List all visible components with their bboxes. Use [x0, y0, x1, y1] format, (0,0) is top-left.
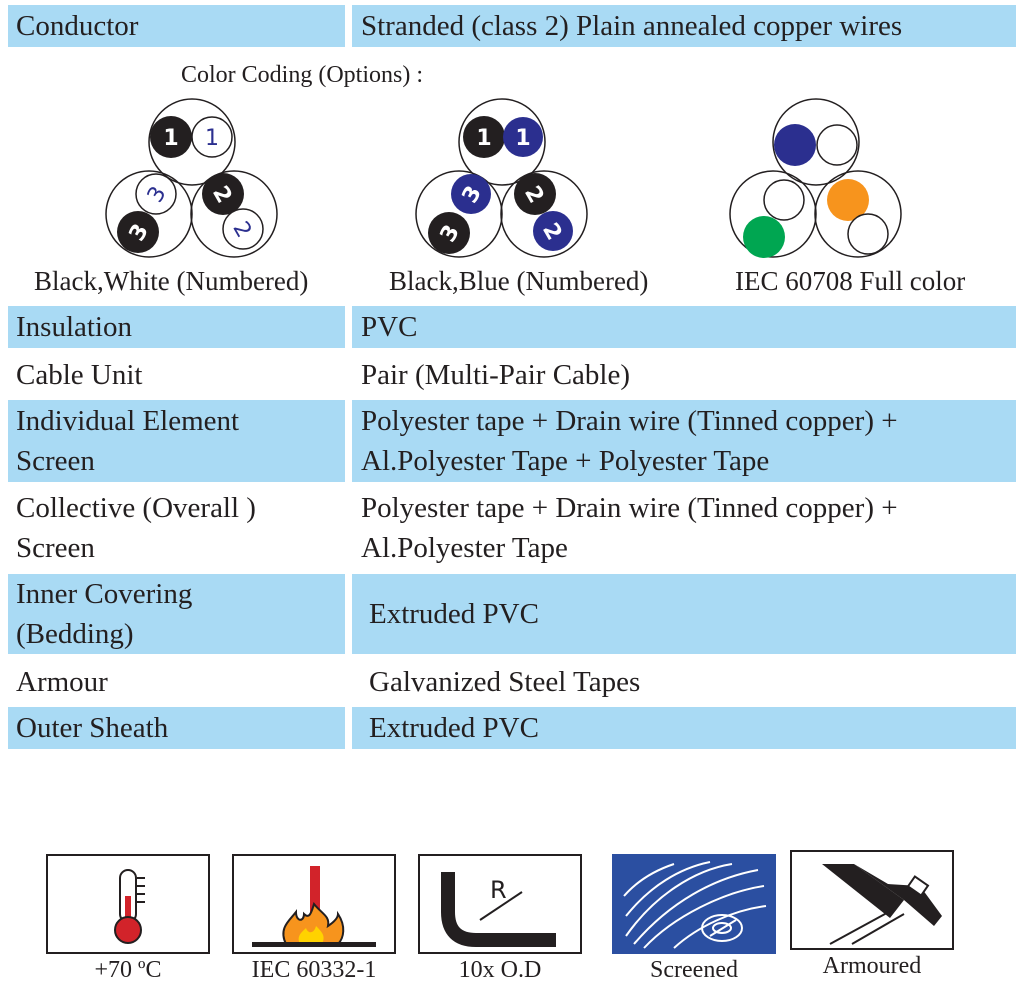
core-blue — [774, 124, 816, 166]
thermometer-icon — [114, 869, 145, 944]
outer-sheath-value: Extruded PVC — [352, 707, 1016, 749]
core-blue-3 — [451, 174, 491, 214]
color-coding-diagram-black-white: 1 1 2 2 3 3 — [105, 98, 278, 258]
value-line: Polyester tape + Drain wire (Tinned copp… — [361, 405, 898, 437]
collective-screen-label: Collective (Overall ) Screen — [8, 487, 345, 569]
caption-black-blue: Black,Blue (Numbered) — [389, 266, 649, 296]
core-black-2 — [514, 173, 556, 215]
row-cable-unit: Cable Unit Pair (Multi-Pair Cable) — [0, 354, 1024, 396]
flame-caption: IEC 60332-1 — [251, 957, 377, 983]
bend-radius-icon-box: R — [418, 854, 582, 954]
core-orange — [827, 179, 869, 221]
core-white — [847, 213, 889, 255]
core-white-3 — [135, 173, 177, 215]
color-coding-diagram-black-blue: 1 1 2 2 3 3 — [415, 98, 588, 258]
thermometer-icon-box — [46, 854, 210, 954]
conductor-label: Conductor — [8, 5, 345, 47]
core-blue-1 — [503, 117, 543, 157]
row-individual-screen: Individual Element Screen Polyester tape… — [0, 400, 1024, 482]
flame-icon-box — [232, 854, 396, 954]
row-armour: Armour Galvanized Steel Tapes — [0, 661, 1024, 703]
cable-unit-value: Pair (Multi-Pair Cable) — [361, 359, 631, 391]
screened-caption: Screened — [650, 957, 738, 983]
label-line: Individual Element — [16, 405, 240, 437]
collective-screen-value: Polyester tape + Drain wire (Tinned copp… — [352, 487, 1016, 569]
armour-label: Armour — [16, 666, 108, 698]
bend-radius-icon: R — [441, 872, 556, 947]
row-collective-screen: Collective (Overall ) Screen Polyester t… — [0, 487, 1024, 569]
cable-unit-label: Cable Unit — [16, 359, 143, 391]
label-line: Collective (Overall ) — [16, 492, 256, 524]
bend-radius-letter: R — [490, 876, 507, 904]
flame-icon — [252, 866, 376, 947]
core-number: 1 — [205, 126, 219, 151]
value-line: Polyester tape + Drain wire (Tinned copp… — [361, 492, 898, 524]
insulation-value: PVC — [352, 306, 1016, 348]
core-black-3 — [428, 212, 470, 254]
armoured-icon — [822, 864, 942, 945]
core-blue-2 — [533, 211, 573, 251]
core-white — [816, 124, 858, 166]
label-line: Inner Covering — [16, 578, 193, 610]
label-line: Screen — [16, 532, 95, 564]
core-number: 1 — [476, 126, 491, 151]
core-green — [743, 216, 785, 258]
caption-iec-full-color: IEC 60708 Full color — [735, 266, 966, 296]
core-black-2 — [202, 173, 244, 215]
core-black-1 — [150, 116, 192, 158]
individual-screen-value: Polyester tape + Drain wire (Tinned copp… — [352, 400, 1016, 482]
color-coding-title: Color Coding (Options) : — [181, 62, 424, 88]
armoured-icon-box — [790, 850, 954, 950]
core-black-3 — [117, 211, 159, 253]
row-outer-sheath: Outer Sheath Extruded PVC — [0, 707, 1024, 749]
core-white — [763, 179, 805, 221]
conductor-value: Stranded (class 2) Plain annealed copper… — [352, 5, 1016, 47]
value-line: Al.Polyester Tape + Polyester Tape — [361, 445, 770, 477]
bend-radius-caption: 10x O.D — [458, 957, 542, 983]
armoured-caption: Armoured — [822, 953, 922, 979]
insulation-label: Insulation — [8, 306, 345, 348]
individual-screen-label: Individual Element Screen — [8, 400, 345, 482]
value-line: Al.Polyester Tape — [361, 532, 568, 564]
core-number: 1 — [163, 126, 178, 151]
outer-sheath-label: Outer Sheath — [8, 707, 345, 749]
row-inner-covering: Inner Covering (Bedding) Extruded PVC — [0, 574, 1024, 654]
row-insulation: Insulation PVC — [0, 306, 1024, 348]
row-conductor: Conductor Stranded (class 2) Plain annea… — [0, 5, 1024, 47]
caption-black-white: Black,White (Numbered) — [34, 266, 309, 296]
color-coding-diagram-iec-full-color — [729, 98, 902, 258]
core-white-1 — [191, 116, 233, 158]
screened-icon — [623, 861, 767, 949]
core-white-2 — [222, 208, 264, 250]
inner-covering-value: Extruded PVC — [352, 574, 1016, 654]
label-line: (Bedding) — [16, 618, 134, 650]
inner-covering-label: Inner Covering (Bedding) — [8, 574, 345, 654]
core-black-1 — [463, 116, 505, 158]
label-line: Screen — [16, 445, 95, 477]
core-number: 1 — [515, 126, 530, 151]
screened-icon-box — [612, 854, 776, 954]
thermometer-caption: +70 ºC — [94, 957, 162, 983]
armour-value: Galvanized Steel Tapes — [369, 666, 641, 698]
